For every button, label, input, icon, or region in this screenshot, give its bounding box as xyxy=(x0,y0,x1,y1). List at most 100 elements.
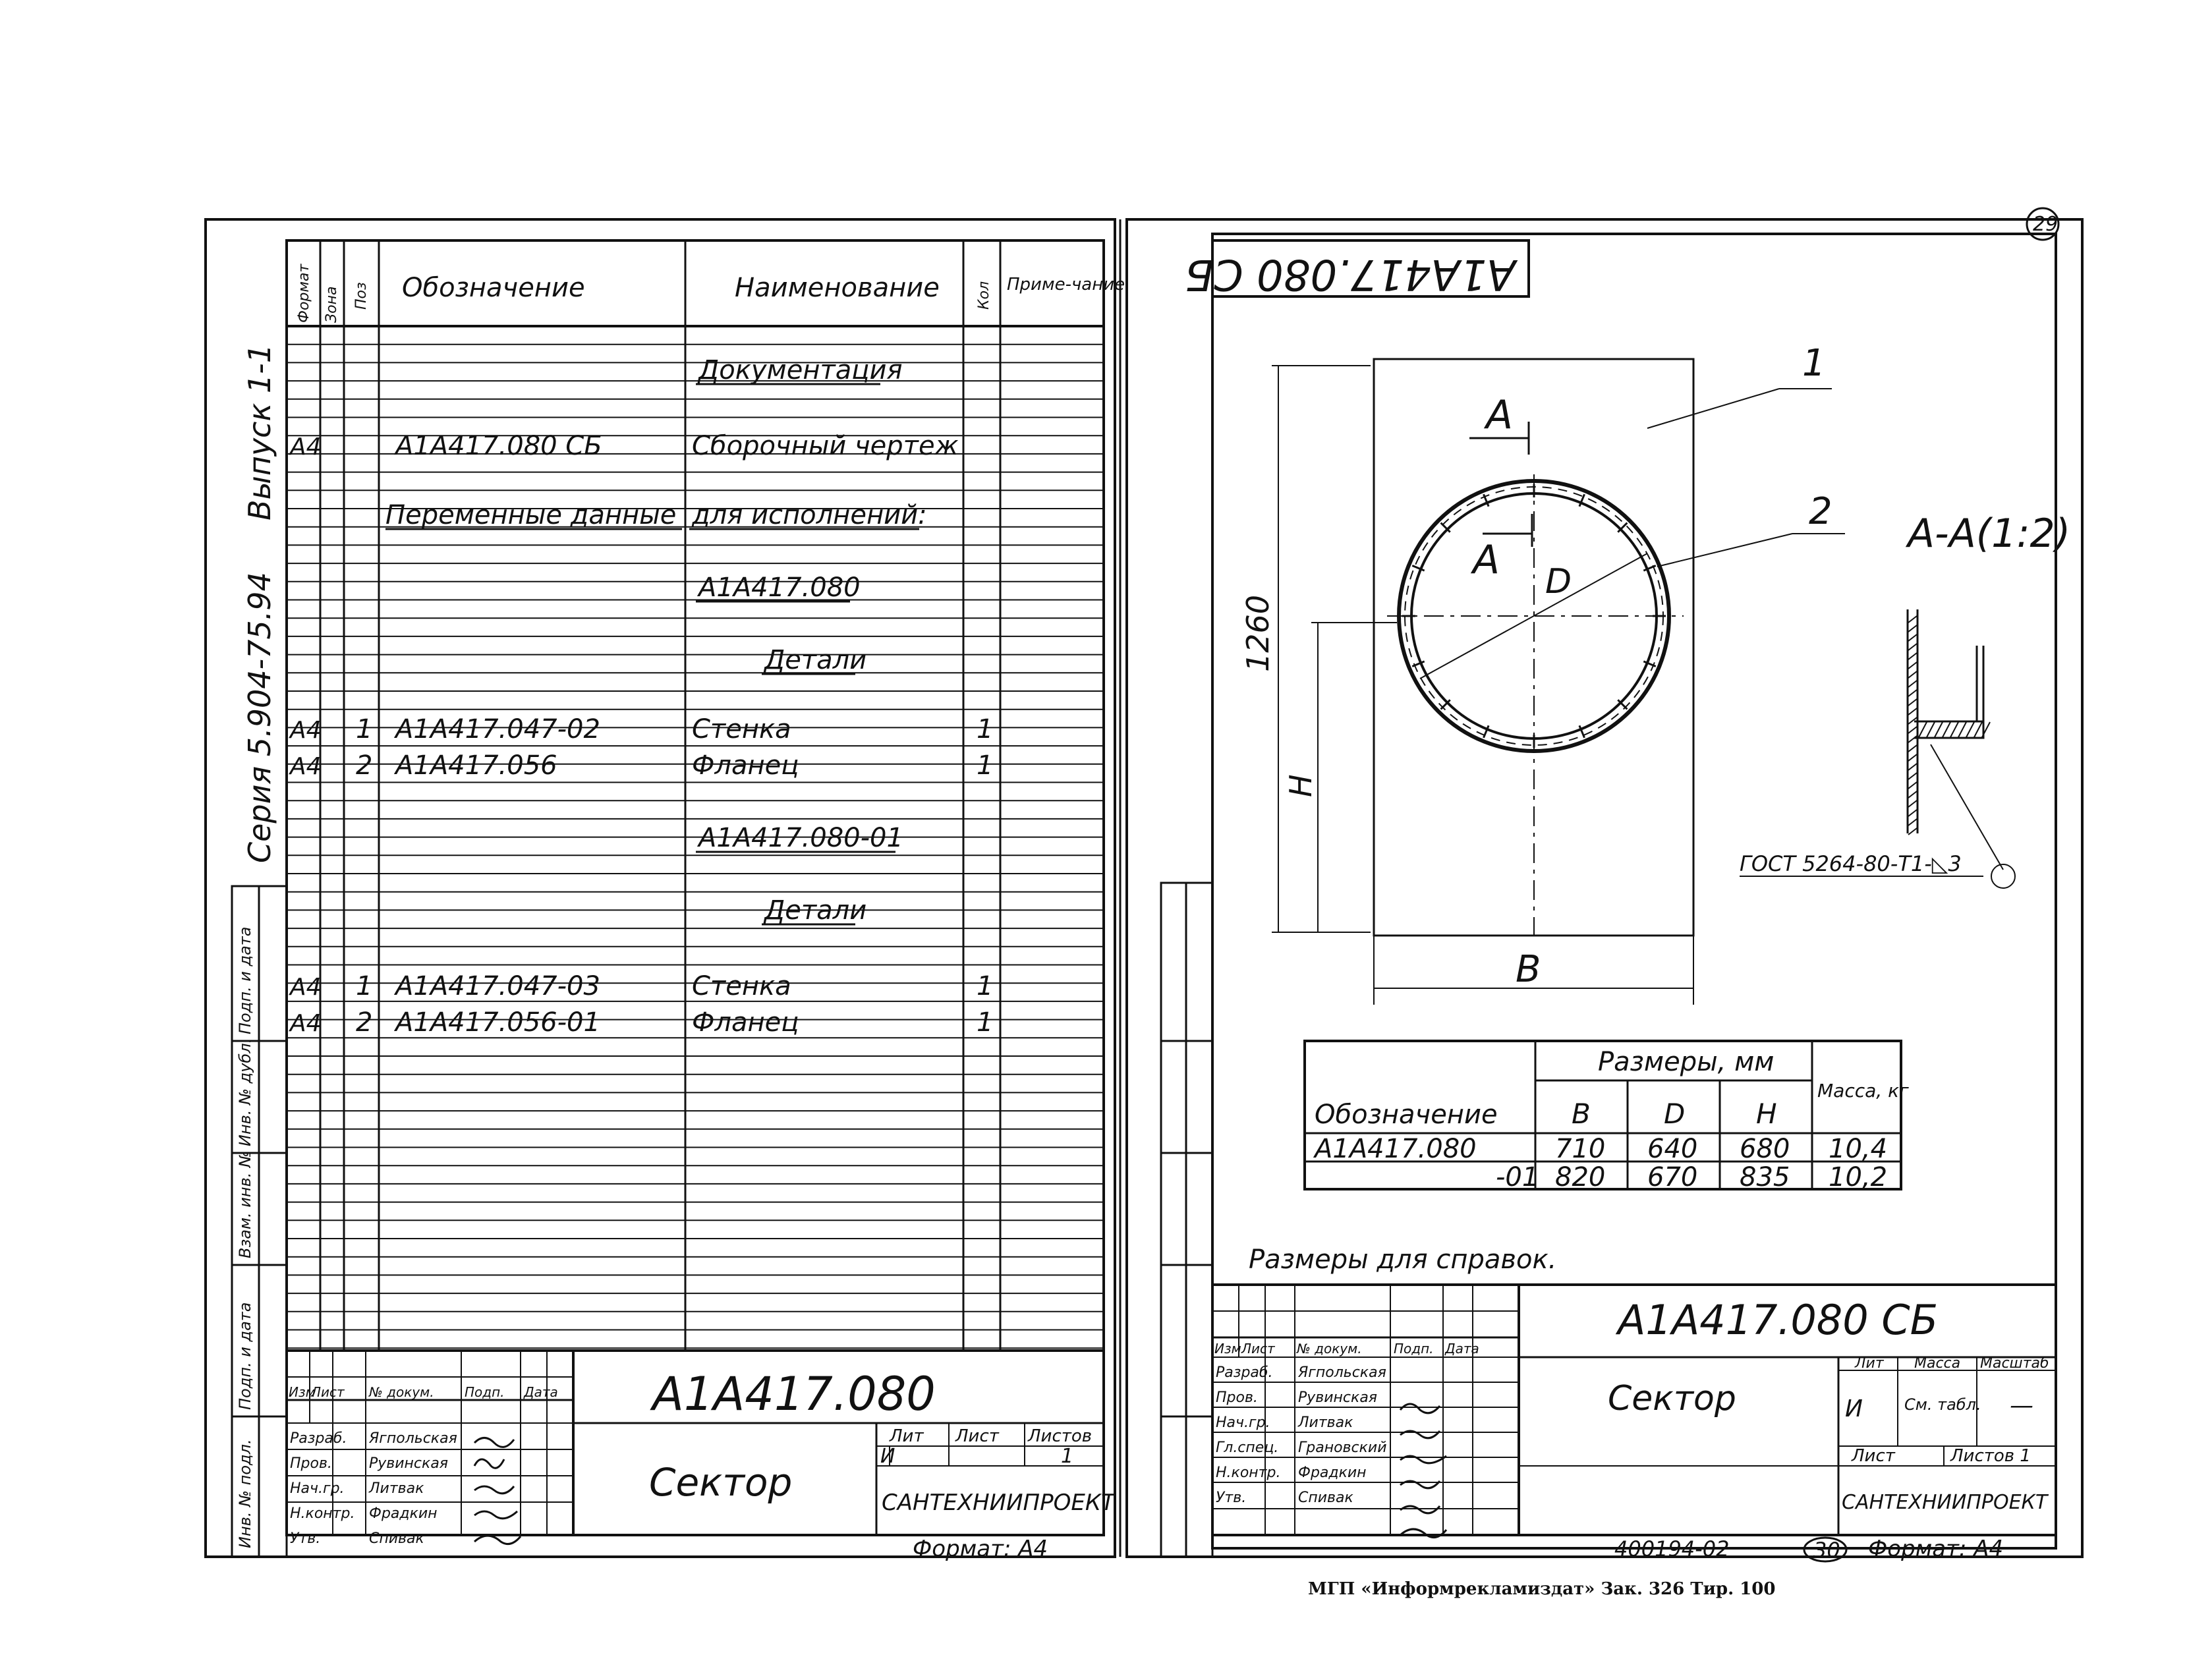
series-label: Серия 5.904-75.94 xyxy=(242,572,277,863)
size-row-b: 710 xyxy=(1555,1134,1605,1164)
right-change-header: Лист xyxy=(1241,1341,1276,1357)
spec-row-designation: А1А417.056 xyxy=(393,750,557,781)
right-change-header: Дата xyxy=(1444,1341,1479,1357)
header-qty: Кол xyxy=(976,281,992,310)
header-designation: Обозначение xyxy=(402,273,585,303)
left-person-role: Нач.гр. xyxy=(290,1480,345,1497)
spec-row: Документация xyxy=(696,355,903,385)
spec-row-name: Стенка xyxy=(692,971,791,1001)
size-row-mass: 10,4 xyxy=(1829,1134,1887,1164)
spec-row-designation: А1А417.047-03 xyxy=(393,971,600,1001)
position-2-label: 2 xyxy=(1809,490,1832,533)
left-sheet-frame xyxy=(204,218,1116,1558)
spec-row: Детали xyxy=(762,645,866,675)
spec-row-qty: 1 xyxy=(977,1007,993,1038)
right-lit-value: И xyxy=(1845,1395,1863,1422)
right-person-name: Рувинская xyxy=(1298,1389,1377,1406)
spec-row-format: А4 xyxy=(289,753,322,780)
right-person-role: Разраб. xyxy=(1216,1364,1272,1381)
right-footer-code: 400194-02 xyxy=(1614,1536,1729,1561)
weld-note: ГОСТ 5264-80-Т1-◺3 xyxy=(1740,851,1962,876)
spec-row: А1А417.080-01 xyxy=(696,823,903,853)
right-person-role: Пров. xyxy=(1216,1389,1258,1406)
side-stamp-cell-5: Инв. № подл. xyxy=(236,1439,254,1548)
right-format: Формат: А4 xyxy=(1868,1536,2003,1562)
right-designation: А1А417.080 СБ xyxy=(1615,1296,1938,1344)
size-row-designation: А1А417.080 xyxy=(1313,1134,1477,1164)
left-change-header: Изм xyxy=(289,1384,316,1400)
right-person-role: Утв. xyxy=(1216,1490,1246,1506)
left-format: Формат: А4 xyxy=(913,1536,1048,1562)
right-title-block xyxy=(1211,1283,2057,1536)
right-person-name: Спивак xyxy=(1298,1490,1353,1506)
spec-row-designation: А1А417.056-01 xyxy=(393,1007,600,1038)
page-number: 29 xyxy=(2033,213,2058,236)
left-designation: А1А417.080 xyxy=(650,1367,936,1421)
spec-row: А1А417.080 xyxy=(696,573,861,603)
left-lit-value: И xyxy=(880,1445,895,1468)
h-dimension: H xyxy=(1283,774,1319,797)
left-person-role: Разраб. xyxy=(290,1430,347,1447)
spec-row-name: Сборочный чертеж xyxy=(692,431,959,461)
spec-row-designation: А1А417.047-02 xyxy=(393,714,600,744)
size-row-mass: 10,2 xyxy=(1829,1162,1887,1192)
spec-row-name: Детали xyxy=(763,895,866,926)
right-change-header: Подп. xyxy=(1394,1341,1434,1357)
diameter-label: D xyxy=(1545,562,1572,602)
size-row-h: 835 xyxy=(1740,1162,1790,1192)
spec-row-format: А4 xyxy=(289,974,322,1001)
left-change-header: Подп. xyxy=(465,1384,505,1400)
reference-note: Размеры для справок. xyxy=(1249,1245,1556,1275)
size-row-h: 680 xyxy=(1740,1134,1790,1164)
spec-row: Детали xyxy=(762,895,866,926)
height-dimension: 1260 xyxy=(1240,595,1276,672)
right-person-name: Ягпольская xyxy=(1297,1364,1386,1381)
spec-row-name: Стенка xyxy=(692,714,791,744)
left-lit-header: Лит xyxy=(889,1426,924,1446)
size-row-b: 820 xyxy=(1555,1162,1605,1192)
right-person-name: Литвак xyxy=(1297,1414,1353,1431)
spec-row-lines xyxy=(287,343,1104,1349)
right-sheet xyxy=(1125,207,2084,1563)
header-pos: Поз xyxy=(353,282,370,310)
right-mass-value: См. табл. xyxy=(1904,1395,1981,1414)
right-scale-header: Масштаб xyxy=(1980,1355,2049,1372)
imprint: МГП «Информрекламиздат» Зак. 326 Тир. 10… xyxy=(1308,1579,1775,1599)
header-name: Наименование xyxy=(735,273,940,303)
spec-row-pos: 1 xyxy=(356,714,372,744)
right-company: САНТЕХНИИПРОЕКТ xyxy=(1842,1491,2049,1514)
mirrored-designation: А1А417.080 СБ xyxy=(1185,250,1518,298)
right-change-header: № докум. xyxy=(1296,1341,1362,1357)
size-table-col-h: H xyxy=(1756,1098,1777,1130)
page-number-circle xyxy=(2026,207,2060,241)
right-person-role: Нач.гр. xyxy=(1216,1414,1270,1431)
size-row-d: 670 xyxy=(1647,1162,1697,1192)
left-person-name: Рувинская xyxy=(369,1455,448,1472)
section-a-bottom: А xyxy=(1470,537,1500,583)
size-table xyxy=(1303,1040,1902,1190)
spec-row-designation: А1А417.080 СБ xyxy=(393,431,602,461)
spec-row-qty: 1 xyxy=(977,750,993,781)
spec-row-qty: 1 xyxy=(977,714,993,744)
right-mass-header: Масса xyxy=(1914,1355,1960,1372)
right-sheet-frame xyxy=(1125,218,2084,1558)
side-stamp-cell-4: Подп. и дата xyxy=(236,1302,254,1411)
spec-row-name: А1А417.080 xyxy=(696,573,861,603)
ring-ticks xyxy=(1402,484,1666,748)
left-name: Сектор xyxy=(649,1460,792,1505)
spec-row-name: Документация xyxy=(697,355,903,385)
left-company: САНТЕХНИИПРОЕКТ xyxy=(882,1490,1116,1516)
section-a-top: А xyxy=(1483,392,1513,438)
spec-row-qty: 1 xyxy=(977,971,993,1001)
